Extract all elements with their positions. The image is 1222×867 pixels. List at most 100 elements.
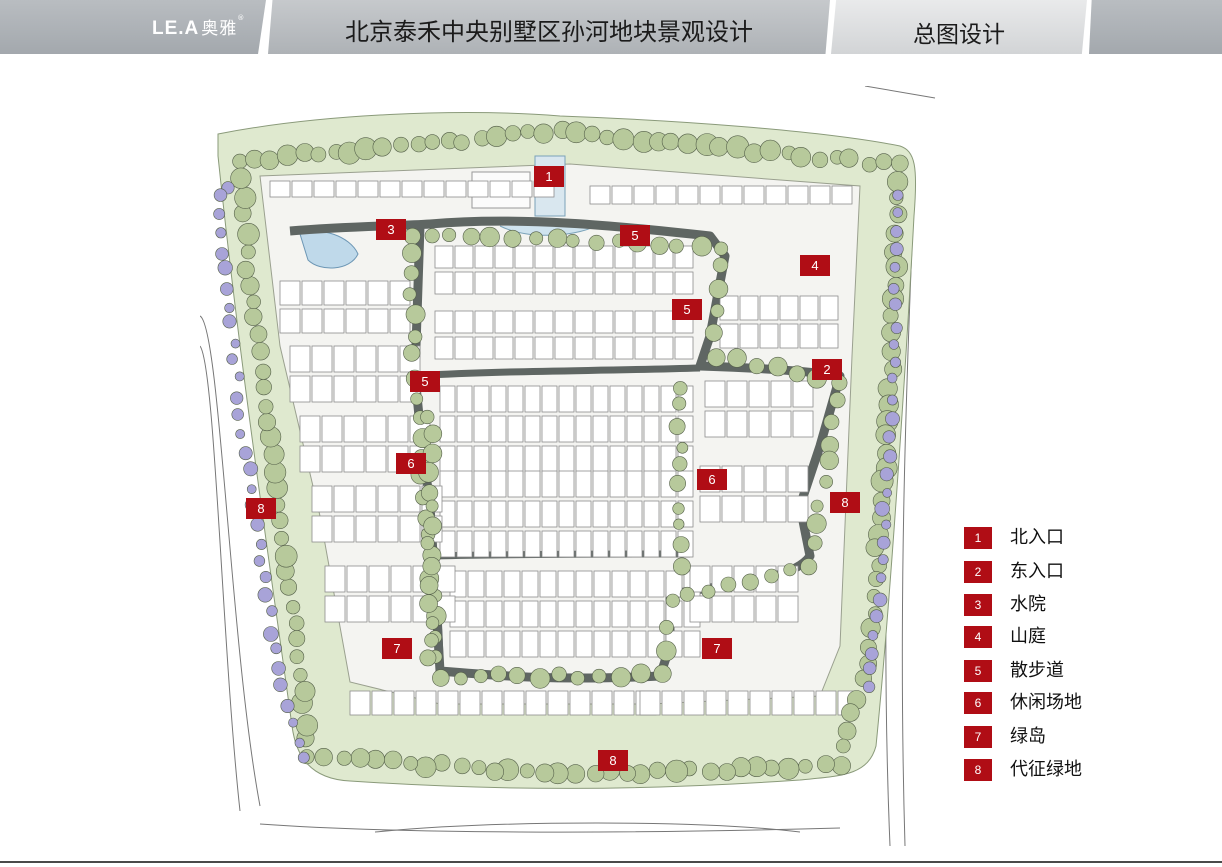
building-unit [343,415,365,443]
building-unit [423,180,445,198]
legend-label: 休闲场地 [1010,692,1082,713]
building-unit [558,470,575,498]
tree-canopy [213,120,909,785]
building-unit [575,500,592,528]
building-unit [324,595,346,623]
building-unit [311,375,333,403]
tree-icon [504,125,522,142]
tree-icon [701,584,716,599]
building-unit [704,380,726,408]
building-unit [765,495,787,523]
tree-icon [232,153,248,169]
building-unit [721,185,743,205]
tree-icon [889,262,901,273]
building-unit [324,565,346,593]
tree-icon [875,153,893,170]
building-unit [554,336,574,360]
building-unit [541,500,558,528]
building-unit [643,445,660,473]
tree-icon [246,484,257,495]
tree-icon [520,124,536,139]
tree-icon [402,243,422,263]
tree-icon [599,129,615,146]
tree-icon [591,668,607,684]
tree-icon [867,630,879,641]
marker-leisure-east: 6 [697,469,727,490]
building-unit [626,470,643,498]
building-unit [481,690,503,716]
tree-icon [393,136,409,153]
building-unit [547,690,569,716]
building-unit [345,308,367,334]
logo-mark: LE.A [152,18,200,39]
building-unit [614,271,634,295]
marker-promenade-west: 5 [410,371,440,392]
building-unit [557,570,575,598]
building-unit [574,271,594,295]
legend-label: 代征绿地 [1010,759,1082,780]
building-unit [727,690,749,716]
building-unit [524,470,541,498]
building-unit [765,185,787,205]
building-unit [704,410,726,438]
building-unit [343,445,365,473]
building-unit [301,308,323,334]
building-unit [592,470,609,498]
tree-icon [653,664,672,683]
building-unit [689,595,711,623]
tree-icon [707,348,726,367]
building-unit [368,565,390,593]
tree-icon [673,381,688,396]
tree-icon [236,260,255,279]
marker-east-entrance: 2 [812,359,842,380]
legend-label: 绿岛 [1010,726,1046,747]
building-unit [323,280,345,306]
legend-item: 5 散步道 [962,659,1122,683]
building-unit [456,385,473,413]
tree-icon [672,557,691,576]
building-unit [333,485,355,513]
tree-icon [432,669,450,687]
tree-icon [547,228,568,248]
building-unit [592,530,609,558]
building-unit [613,690,635,716]
tree-icon [565,234,580,248]
building-unit [799,295,819,321]
building-unit [792,410,814,438]
building-unit [454,271,474,295]
tree-icon [551,666,567,682]
building-unit [390,565,412,593]
building-unit [524,385,541,413]
tree-icon [297,751,310,764]
building-unit [743,185,765,205]
tree-icon [231,408,244,421]
legend-number: 3 [964,594,992,616]
marker-leisure-west: 6 [396,453,426,474]
building-unit [485,630,503,658]
legend-item: 7 绿岛 [962,725,1122,749]
building-unit [614,245,634,269]
tree-icon [529,231,544,246]
tree-icon [890,322,903,335]
tree-icon [869,609,884,624]
tree-icon [423,516,442,536]
tree-icon [503,229,522,248]
building-unit [539,630,557,658]
tree-icon [235,429,246,439]
building-unit [371,690,393,716]
building-unit [539,600,557,628]
tree-icon [266,605,278,617]
building-unit [592,415,609,443]
building-unit [558,445,575,473]
tree-icon [864,647,879,661]
building-unit [749,690,771,716]
tree-icon [823,414,840,430]
tree-icon [243,461,259,477]
marker-green-east: 8 [830,492,860,513]
building-unit [467,180,489,198]
legend-item: 1 北入口 [962,526,1122,550]
building-unit [755,595,777,623]
building-unit [589,185,611,205]
tree-icon [529,668,551,689]
building-unit [819,323,839,349]
